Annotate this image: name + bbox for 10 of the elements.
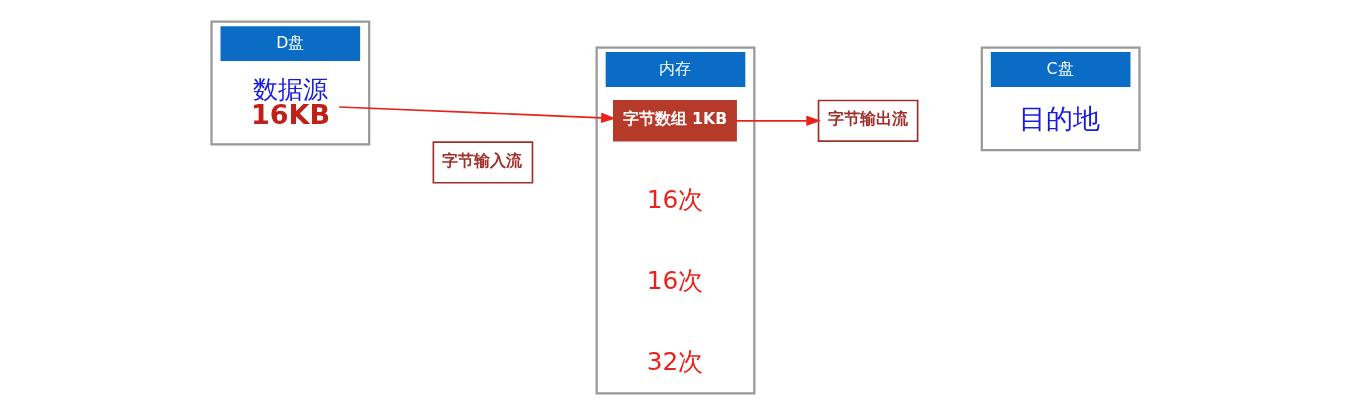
node-text: 目的地 — [1018, 102, 1100, 134]
label: 32次 — [646, 347, 704, 377]
label: 16次 — [646, 185, 704, 215]
node-box: 字节数组 1KB — [613, 99, 737, 142]
label: 16次 — [646, 266, 704, 296]
node-box: 字节输入流 — [432, 141, 534, 184]
node-box: 字节输出流 — [817, 99, 919, 142]
arrow — [338, 106, 616, 123]
arrow — [735, 115, 821, 126]
node-text: 数据源 16KB — [250, 74, 331, 131]
